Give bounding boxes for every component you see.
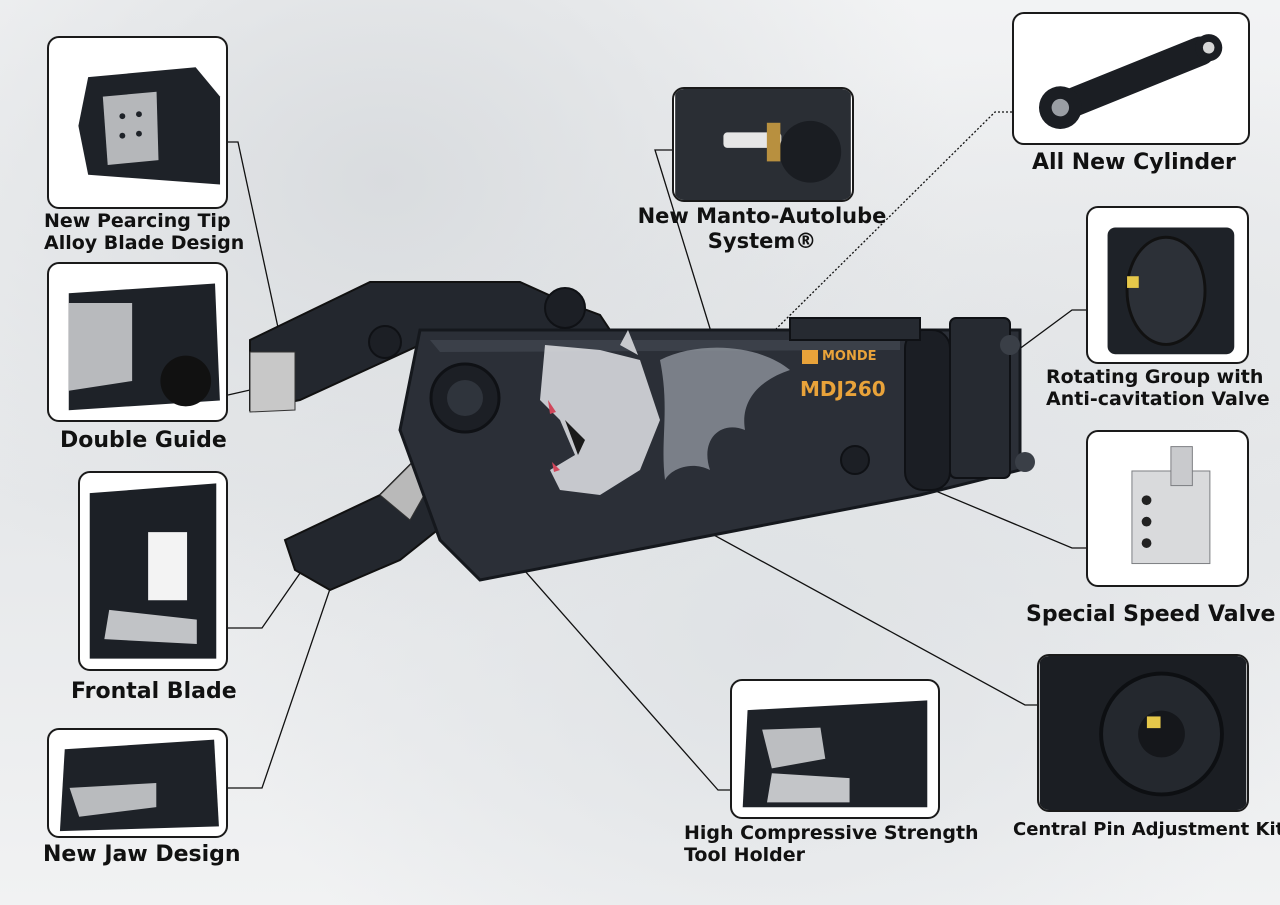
jaw-design-photo (47, 728, 228, 838)
brand-logo (802, 350, 818, 364)
jaw-design-label-line1: New Jaw Design (43, 842, 241, 867)
frontal-blade-photo (78, 471, 228, 671)
jaw-design-label: New Jaw Design (43, 842, 241, 868)
cylinder-label: All New Cylinder (1032, 150, 1236, 176)
brand-name: MONDE (822, 349, 877, 364)
central-pin-label-line1: Central Pin Adjustment Kit (1013, 819, 1280, 840)
double-guide-label: Double Guide (60, 428, 227, 454)
frontal-blade-label: Frontal Blade (71, 679, 237, 705)
piercing-tip-label-line1: New Pearcing Tip (44, 210, 231, 232)
double-guide-label-line1: Double Guide (60, 428, 227, 453)
piercing-tip-label-line2: Alloy Blade Design (44, 232, 245, 255)
tool-holder-label-line2: Tool Holder (684, 844, 805, 867)
central-pin-label: Central Pin Adjustment Kit (1013, 819, 1280, 840)
model-number: MDJ260 (800, 377, 886, 401)
cylinder-label-line1: All New Cylinder (1032, 150, 1236, 175)
autolube-label-line1: New Manto-Autolube (637, 204, 887, 228)
rotating-group-photo (1086, 206, 1249, 364)
speed-valve-photo (1086, 430, 1249, 587)
piercing-tip-label: New Pearcing Tip Alloy Blade Design (44, 210, 244, 255)
autolube-photo (672, 87, 854, 202)
rotating-group-label: Rotating Group with Anti-cavitation Valv… (1046, 366, 1270, 411)
autolube-label-line2: System® (707, 228, 817, 253)
rotating-group-label-line2: Anti-cavitation Valve (1046, 388, 1270, 411)
central-pin-photo (1037, 654, 1249, 812)
speed-valve-label-line1: Special Speed Valve (1026, 602, 1276, 627)
cylinder-photo (1012, 12, 1250, 145)
tool-holder-label: High Compressive Strength Tool Holder (684, 822, 979, 867)
piercing-tip-photo (47, 36, 228, 209)
double-guide-photo (47, 262, 228, 422)
tool-holder-label-line1: High Compressive Strength (684, 822, 979, 844)
autolube-label: New Manto-Autolube System® (632, 204, 892, 254)
tool-holder-photo (730, 679, 940, 819)
frontal-blade-label-line1: Frontal Blade (71, 679, 237, 704)
speed-valve-label: Special Speed Valve (1026, 602, 1275, 628)
rotating-group-label-line1: Rotating Group with (1046, 366, 1264, 388)
